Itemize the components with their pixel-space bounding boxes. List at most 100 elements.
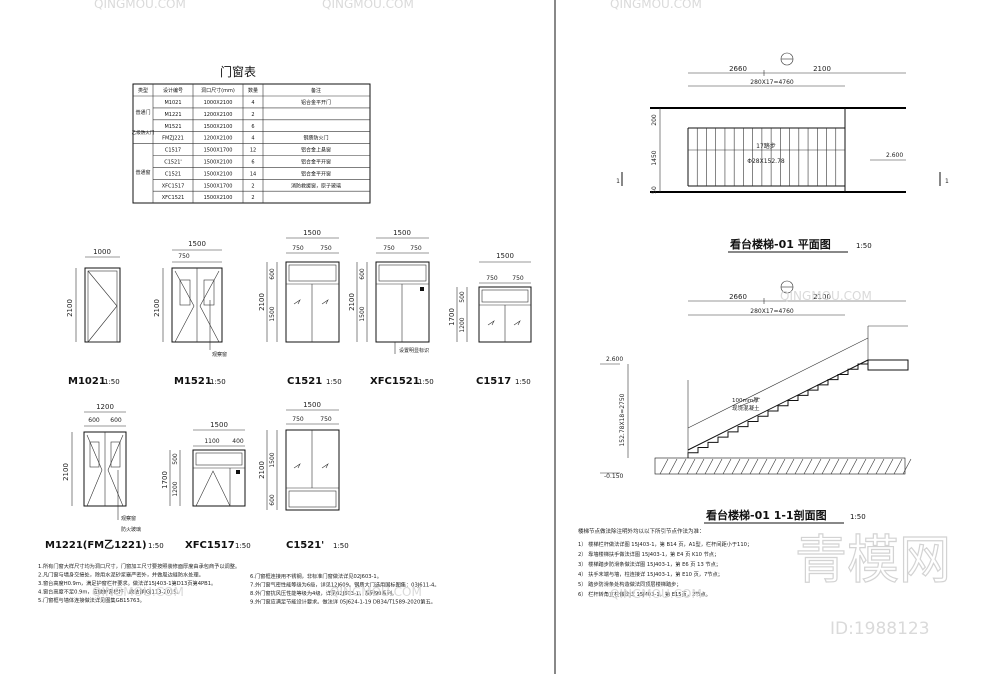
table-cell: C1517	[165, 148, 181, 154]
table-cell: 铝合金平开窗	[301, 159, 331, 166]
c1521p-w1: 750	[292, 416, 304, 423]
plan-scale: 1:50	[856, 242, 872, 250]
watermark: QINGMOU.COM QINGMOU.COM QINGMOU.COM QING…	[92, 0, 952, 639]
table-cell: C1521	[165, 171, 181, 177]
watermark-brand-4: QINGMOU.COM	[780, 289, 872, 303]
section-dim-v: 152.78X18=2750	[619, 393, 626, 446]
watermark-brand-2: QINGMOU.COM	[322, 0, 414, 11]
table-cell: 2	[251, 112, 254, 118]
elev-c1521: 1500 750 750 2100 600 1500 C1521 1:50	[258, 229, 342, 387]
plan-label-up: 17踏步	[756, 142, 776, 150]
c1517-w1: 750	[486, 275, 498, 282]
plan-label-rail: Φ28X152.78	[747, 158, 785, 165]
xfc1517-label: XFC1517	[185, 540, 235, 551]
plan-dim-v2: 1450	[651, 150, 658, 165]
m1021-scale: 1:50	[104, 378, 120, 386]
xfc1517-h1: 500	[172, 453, 179, 465]
table-cell: XFC1521	[162, 195, 185, 201]
elev-xfc1517: 1500 1100 400 1700 500 1200 XFC1517 1:50	[161, 421, 251, 551]
note-line: 5.门窗框与墙体连接做法详见图集GB15763。	[38, 596, 145, 604]
table-group-firedoor: 乙级防火门	[132, 129, 155, 136]
m1221-label: M1221(FM乙1221)	[45, 539, 147, 551]
note-line: 3.窗台高度H0.9m，满足护窗栏杆要求。做法详15J403-1第D13页第4P…	[38, 579, 216, 587]
section-note2: 现浇混凝土	[732, 404, 760, 412]
elev-c1517: 1500 750 750 1700 500 1200 C1517 1:50	[448, 252, 532, 387]
table-cell: 1500X2100	[204, 160, 233, 166]
section-dim-left: 2660	[729, 293, 747, 301]
watermark-cn: 青模网	[795, 531, 951, 591]
table-header-qty: 数量	[248, 87, 258, 94]
table-cell: 1500X1700	[204, 183, 233, 189]
table-cell: 1200X2100	[204, 136, 233, 142]
xfc1521-w1: 750	[383, 245, 395, 252]
c1517-w2: 750	[512, 275, 524, 282]
c1521-label: C1521	[287, 376, 322, 387]
section-note: 100mm厚	[732, 397, 759, 404]
table-header-note: 备注	[311, 87, 321, 94]
xfc1521-height: 2100	[348, 293, 356, 311]
c1521p-label: C1521'	[286, 540, 324, 551]
table-cell: 铝合金平开窗	[301, 170, 331, 177]
xfc1517-height: 1700	[161, 471, 169, 489]
stair-note-item: 6） 栏杆转角立柱做法详 15J403-1，第 E15页，2节点。	[578, 590, 711, 598]
m1021-width: 1000	[93, 248, 111, 256]
table-title: 门窗表	[220, 64, 256, 79]
section-dim-right: 2100	[813, 293, 831, 301]
plan-cut-left: 1	[616, 178, 620, 185]
m1221-scale: 1:50	[148, 542, 164, 550]
c1521-h2: 1500	[269, 306, 276, 321]
m1221-w1: 600	[88, 417, 100, 424]
table-cell: XFC1517	[162, 183, 185, 189]
xfc1521-h1: 600	[359, 268, 366, 280]
note-line: 6.门窗框连接用不锈钢，非标准门窗做法详见02J603-1。	[250, 572, 382, 580]
section-dim-total: 280X17=4760	[750, 308, 794, 315]
c1521p-scale: 1:50	[333, 542, 349, 550]
xfc1521-scale: 1:50	[418, 378, 434, 386]
table-cell: 2	[251, 195, 254, 201]
c1521-width: 1500	[303, 229, 321, 237]
table-cell: 6	[251, 160, 254, 166]
c1521-h1: 600	[269, 268, 276, 280]
plan-dim-right: 2100	[813, 65, 831, 73]
plan-dim-v1: 200	[651, 114, 658, 126]
m1521-note: 观察窗	[212, 351, 227, 358]
table-header-code: 设计编号	[163, 87, 183, 94]
section-title: 看台楼梯-01 1-1剖面图	[706, 508, 827, 522]
elev-m1221: 1200 600 600 2100 观察窗 防火玻璃 M1221(FM乙1221…	[45, 403, 164, 551]
table-cell: 1500X2100	[204, 171, 233, 177]
stair-plan: 2660 2100 280X17=4760 17踏步 Φ28X152.78 20…	[616, 52, 949, 253]
stair-note-item: 1） 楼梯栏杆做法详图 15J403-1，第 B14 页，A1型，栏杆间距小于1…	[578, 540, 752, 548]
m1521-scale: 1:50	[210, 378, 226, 386]
stair-note-item: 2） 靠墙楼梯扶手做法详图 15J403-1，第 E4 页 K10 节点；	[578, 550, 719, 558]
table-cell: 1500X2100	[204, 195, 233, 201]
c1521-w2: 750	[320, 245, 332, 252]
table-group-door: 普通门	[135, 109, 150, 116]
plan-level: 2.600	[886, 152, 903, 159]
table-cell: 2	[251, 183, 254, 189]
m1521-height: 2100	[153, 299, 161, 317]
table-group-window: 普通窗	[135, 169, 150, 176]
xfc1517-w2: 400	[232, 438, 244, 445]
section-scale: 1:50	[850, 513, 866, 521]
elev-m1021: 1000 2100 M1021 1:50	[66, 248, 121, 387]
table-cell: 1200X2100	[204, 112, 233, 118]
table-cell: 4	[251, 100, 254, 106]
table-cell: 1000X2100	[204, 100, 233, 106]
m1021-height: 2100	[66, 299, 74, 317]
c1521-height: 2100	[258, 293, 266, 311]
table-cell: 消防救援窗，原子玻璃	[291, 182, 341, 189]
table-cell: FMZJ221	[162, 136, 184, 142]
xfc1521-width: 1500	[393, 229, 411, 237]
xfc1517-w1: 1100	[204, 438, 219, 445]
table-cell: M1021	[164, 100, 181, 106]
watermark-brand-1: QINGMOU.COM	[94, 0, 186, 11]
stair-notes-title: 楼梯节点做法除注明外均以以下所引节点作法为准：	[578, 527, 705, 535]
c1517-h1: 500	[459, 291, 466, 303]
stair-note-item: 4） 扶手末端与墙，柱连接详 15J403-1，第 E10 页，7节点；	[578, 570, 723, 578]
stair-section: 2660 2100 280X17=4760 2.600 -0.150 152.7…	[600, 280, 912, 524]
c1521-scale: 1:50	[326, 378, 342, 386]
xfc1517-h2: 1200	[172, 481, 179, 496]
watermark-id: ID:1988123	[830, 619, 930, 639]
m1021-label: M1021	[68, 376, 106, 387]
